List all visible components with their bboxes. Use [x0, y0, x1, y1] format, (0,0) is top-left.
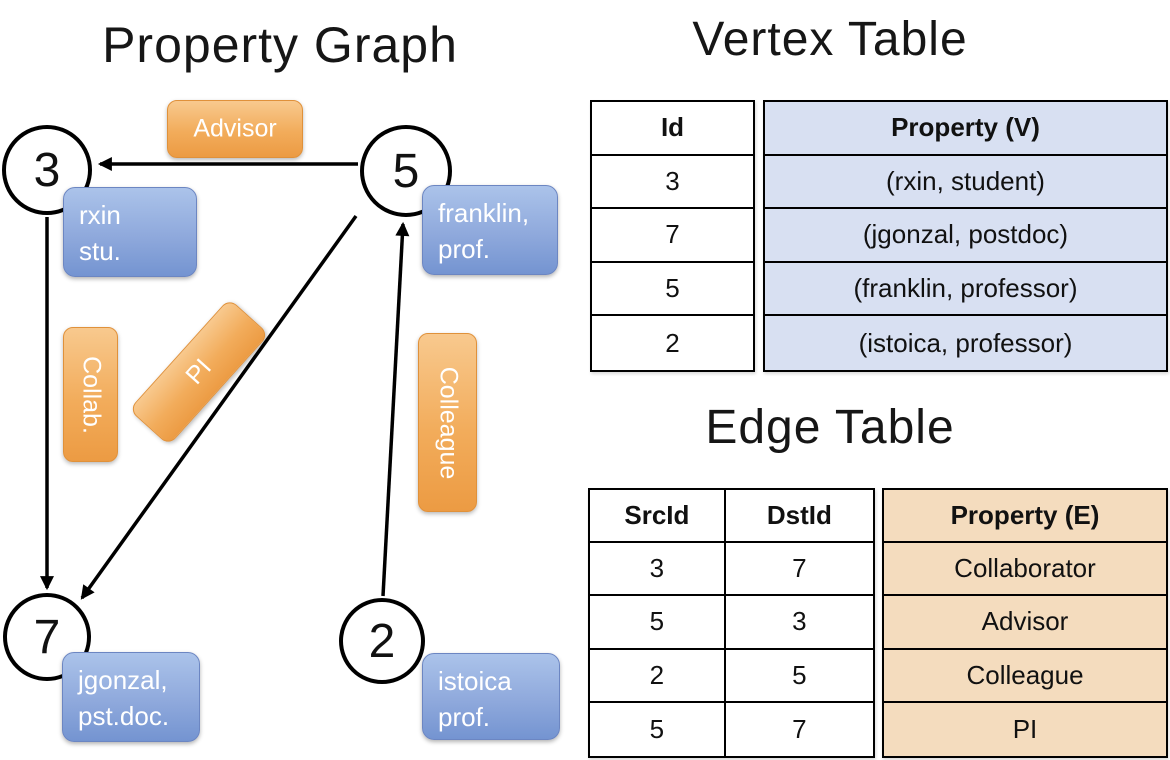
edge-table-property-column: Property (E) Collaborator Advisor Collea…	[882, 488, 1168, 758]
vertex-id: 3	[33, 143, 61, 197]
vertex-id: 7	[33, 610, 61, 664]
vertex-table-property-cell: (jgonzal, postdoc)	[765, 209, 1166, 263]
vertex-property-line: prof.	[438, 234, 491, 265]
edge-table-dst-cell: 7	[725, 543, 873, 597]
pi-edge-arrow	[80, 214, 358, 600]
vertex-table-property-header: Property (V)	[765, 102, 1166, 156]
edge-label-text: Advisor	[193, 114, 277, 143]
edge-table-dst-cell: 5	[725, 650, 873, 703]
edge-table-src-cell: 2	[590, 649, 726, 703]
vertex-table-id-cell: 3	[592, 156, 753, 210]
edge-table-property-cell: Advisor	[884, 596, 1166, 650]
vertex-property-line: prof.	[438, 702, 491, 733]
vertex-table-id-cell: 7	[592, 209, 753, 263]
vertex-property-line: istoica	[438, 666, 512, 696]
edge-label-colleague: Colleague	[418, 333, 477, 512]
vertex-table-property-cell: (rxin, student)	[765, 156, 1166, 210]
edge-table-title: Edge Table	[705, 401, 955, 454]
edge-table-src-cell: 5	[590, 596, 726, 650]
colleague-edge-arrow	[381, 221, 410, 597]
edge-table-property-header: Property (E)	[884, 490, 1166, 544]
property-graph-title: Property Graph	[102, 17, 458, 73]
edge-label-text: Colleague	[434, 366, 462, 479]
edge-table-srcid-header: SrcId	[590, 490, 726, 544]
edge-table-property-cell: Collaborator	[884, 543, 1166, 597]
vertex-property-box-rxin: rxin stu.	[63, 187, 197, 277]
vertex-table-id-cell: 5	[592, 263, 753, 317]
vertex-table-property-cell: (franklin, professor)	[765, 263, 1166, 317]
edge-table-dst-cell: 7	[792, 713, 807, 744]
edge-label-text: Collab.	[77, 355, 105, 434]
edge-table-src-cell: 3	[590, 543, 726, 597]
edge-label-text: PI	[180, 353, 217, 390]
edge-table-dst-cell: 3	[725, 596, 873, 650]
edge-table-property-cell: Colleague	[884, 650, 1166, 703]
vertex-table-property-cell: (istoica, professor)	[858, 327, 1073, 358]
edge-label-advisor: Advisor	[167, 100, 303, 158]
vertex-table-id-header: Id	[592, 102, 753, 156]
vertex-property-box-franklin: franklin, prof.	[422, 185, 558, 275]
edge-table-dstid-header: DstId	[725, 490, 873, 544]
vertex-id: 2	[368, 614, 396, 668]
edge-table-property-cell: PI	[1012, 713, 1038, 744]
vertex-table-title: Vertex Table	[692, 13, 968, 66]
vertex-property-box-istoica: istoica prof.	[422, 653, 560, 740]
edge-label-collab: Collab.	[63, 327, 118, 462]
vertex-property-line: rxin	[79, 200, 121, 230]
vertex-circle-5: 5	[360, 125, 452, 217]
vertex-id: 5	[392, 144, 420, 198]
vertex-property-line: jgonzal,	[78, 665, 168, 695]
edge-table-src-cell: 5	[590, 702, 726, 756]
vertex-property-line: pst.doc.	[78, 701, 170, 732]
vertex-table-id-column: Id 3 7 5 2	[590, 100, 755, 372]
vertex-table-property-column: Property (V) (rxin, student) (jgonzal, p…	[763, 100, 1168, 372]
vertex-property-line: franklin,	[438, 198, 530, 228]
graph-edges-layer	[40, 157, 410, 600]
vertex-property-box-jgonzal: jgonzal, pst.doc.	[62, 652, 200, 742]
vertex-table-id-cell: 2	[665, 327, 680, 358]
edge-table-src-dst-columns: SrcId DstId 3 7 5 3 2 5 5 7	[588, 488, 875, 758]
vertex-property-line: stu.	[79, 236, 121, 267]
vertex-circle-2: 2	[339, 598, 425, 684]
